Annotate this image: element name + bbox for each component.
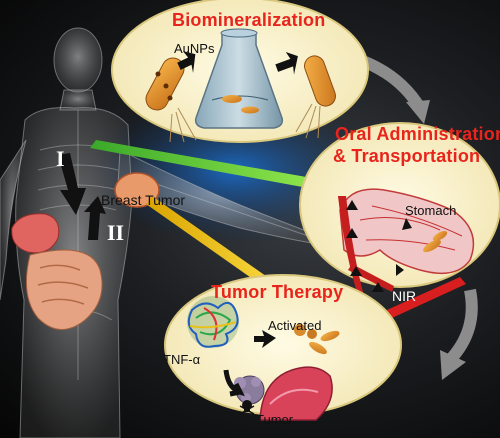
- skull-icon: [239, 400, 255, 415]
- intestines-organ: [25, 249, 103, 330]
- stomach-illustration: [338, 188, 475, 296]
- arrow-bacterium-to-flask: [275, 52, 298, 75]
- bacterium-right: [295, 55, 336, 139]
- breast-tumor-shape: [114, 172, 160, 208]
- step-i-label: I: [56, 146, 65, 171]
- green-laser-beam: [90, 140, 312, 188]
- arrow-ii: [84, 196, 106, 240]
- tnf-alpha-label: TNF-α: [163, 352, 201, 367]
- nir-label: NIR: [392, 288, 417, 304]
- stomach-organ: [11, 213, 60, 254]
- activated-label: Activated: [268, 318, 322, 333]
- oral-administration-title: Oral Administration: [335, 124, 500, 144]
- step-ii-label: II: [107, 220, 125, 245]
- arrow-tnf-to-tumor: [223, 369, 245, 397]
- flow-arrow-top: [357, 54, 426, 112]
- gold-bacterium-left: [145, 57, 197, 143]
- transport-arrows: [346, 200, 412, 292]
- stomach-label: Stomach: [405, 203, 457, 218]
- arrow-activated: [254, 330, 276, 348]
- tumor-label: Tumor: [256, 412, 294, 427]
- arrow-i: [58, 153, 86, 215]
- tnf-alpha-protein: [187, 296, 239, 348]
- blood-vessel-tumor: [259, 324, 340, 421]
- biomineralization-title: Biomineralization: [172, 10, 326, 30]
- tumor-therapy-title: Tumor Therapy: [211, 282, 344, 302]
- arrow-flask-to-aunps: [177, 51, 196, 73]
- breast-tumor-label: Breast Tumor: [101, 192, 186, 208]
- transportation-title: & Transportation: [333, 146, 481, 166]
- flow-arrow-right: [445, 288, 478, 365]
- flask-icon: [194, 28, 284, 129]
- aunps-label: AuNPs: [174, 41, 215, 56]
